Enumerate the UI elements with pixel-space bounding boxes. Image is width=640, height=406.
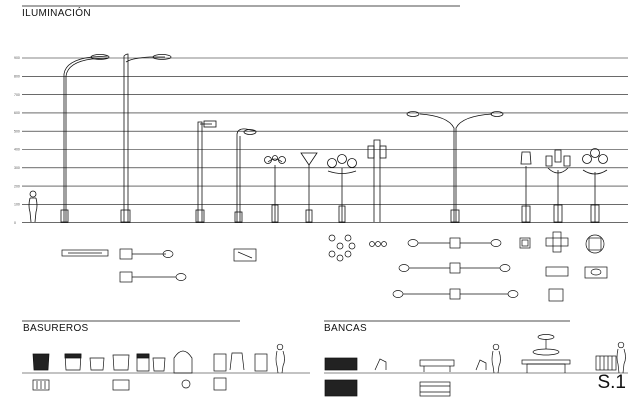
street-lamp-y-double xyxy=(406,111,504,223)
scale-tick-label: 100 xyxy=(14,203,20,207)
lighting-section-title: ILUMINACIÓN xyxy=(22,8,91,19)
scale-tick-label: 900 xyxy=(14,56,20,60)
garden-lamp-triple-globe xyxy=(327,154,357,223)
scale-tick-label: 300 xyxy=(14,166,20,170)
garden-lamp-double xyxy=(264,155,286,223)
scale-tick-label: 800 xyxy=(14,75,20,79)
lamp-plan-views xyxy=(61,231,608,302)
benches-section-title: BANCAS xyxy=(324,323,367,334)
street-lamp-medium xyxy=(195,120,217,223)
bins-section-title: BASUREROS xyxy=(23,323,89,334)
garden-lamp-bracket xyxy=(367,139,387,222)
trash-bin-elevations xyxy=(22,343,310,391)
street-lamp-curved xyxy=(234,128,257,223)
height-scale-labels: 900 800 700 600 500 400 300 200 100 0 xyxy=(14,56,20,225)
street-lamp-tall-double-arm xyxy=(120,53,172,223)
classic-lantern-single xyxy=(520,151,532,223)
globe-candelabra xyxy=(582,148,608,223)
height-scale-grid xyxy=(22,57,628,223)
scale-tick-label: 0 xyxy=(14,221,16,225)
scale-tick-label: 600 xyxy=(14,111,20,115)
scale-tick-label: 200 xyxy=(14,184,20,188)
scale-tick-label: 700 xyxy=(14,93,20,97)
bench-elevations xyxy=(324,334,628,397)
scale-tick-label: 500 xyxy=(14,129,20,133)
sheet-number: S.1 xyxy=(597,372,626,393)
street-lamp-tall-single xyxy=(60,54,110,223)
scale-tick-label: 400 xyxy=(14,148,20,152)
classic-lantern-candelabra xyxy=(545,149,571,223)
garden-lamp-cone xyxy=(300,152,318,223)
human-scale-figure xyxy=(28,190,38,223)
